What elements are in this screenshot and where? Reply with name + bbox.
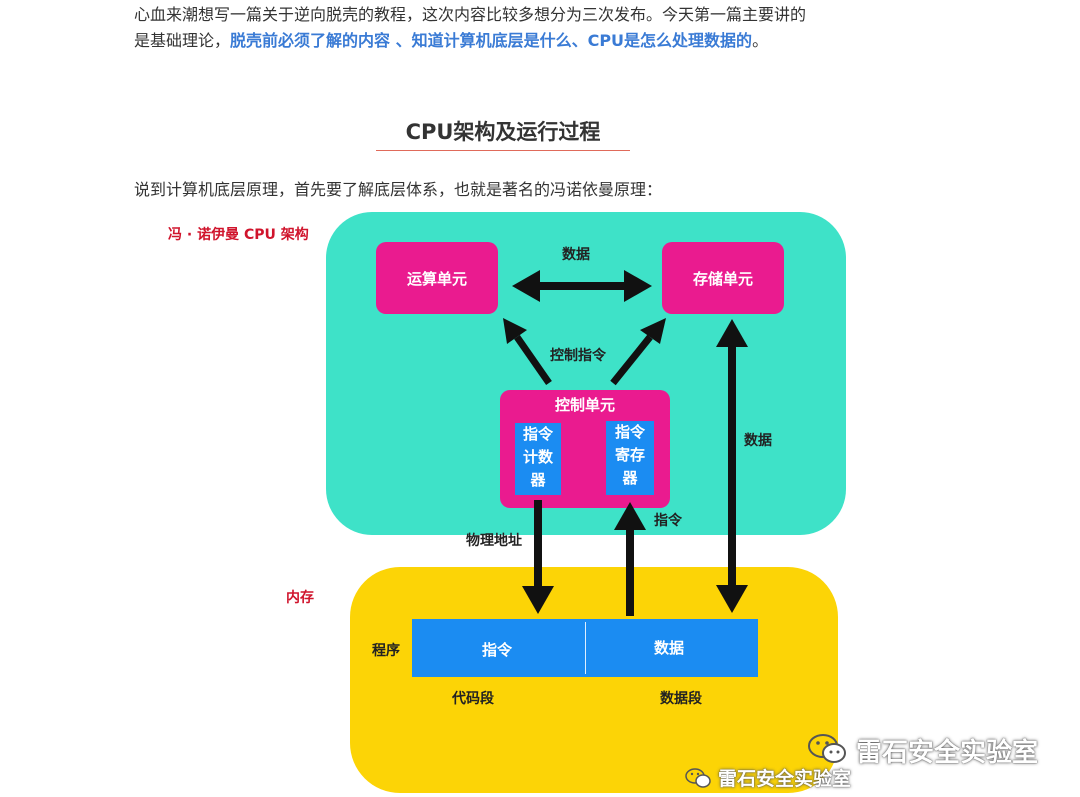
instruction-register-line2: 寄存: [614, 446, 645, 464]
instruction-counter-line3: 器: [530, 471, 546, 489]
instruction-fetch-arrow: [614, 502, 646, 616]
instruction-register-line1: 指令: [614, 423, 645, 441]
physical-address-label: 物理地址: [466, 533, 522, 549]
watermark-large-text: 雷石安全实验室: [856, 738, 1039, 768]
control-unit-label: 控制单元: [554, 396, 615, 414]
storage-memory-data-arrow: [716, 319, 748, 613]
memory-data-cell: 数据: [654, 639, 685, 657]
intro-paragraph-line2: 是基础理论，脱壳前必须了解的内容 、知道计算机底层是什么、CPU是怎么处理数据的…: [134, 28, 768, 54]
diagram-title: 冯 · 诺伊曼 CPU 架构: [168, 227, 309, 243]
memory-area: [350, 567, 838, 793]
wechat-icon: [808, 734, 846, 763]
instruction-counter-line1: 指令: [522, 425, 553, 443]
intro-prefix: 是基础理论，: [134, 31, 231, 50]
body-paragraph: 说到计算机底层原理，首先要了解底层体系，也就是著名的冯诺依曼原理：: [134, 180, 663, 199]
section-heading: CPU架构及运行过程: [376, 116, 630, 151]
code-segment-label: 代码段: [452, 691, 494, 707]
control-to-alu-arrow: [503, 318, 552, 385]
data-segment-label: 数据段: [660, 691, 702, 707]
memory-instruction-cell: 指令: [482, 641, 513, 659]
instruction-counter-line2: 计数: [522, 448, 553, 466]
control-instructions-label: 控制指令: [550, 348, 606, 364]
instruction-label: 指令: [654, 513, 682, 529]
intro-paragraph-line1: 心血来潮想写一篇关于逆向脱壳的教程，这次内容比较多想分为三次发布。今天第一篇主要…: [134, 5, 807, 24]
wechat-icon-small: [685, 768, 711, 788]
data-right-label: 数据: [744, 433, 772, 449]
memory-label: 内存: [286, 590, 314, 606]
alu-box: 运算单元: [376, 242, 498, 314]
intro-highlight: 脱壳前必须了解的内容 、知道计算机底层是什么、CPU是怎么处理数据的: [230, 31, 753, 50]
physical-address-arrow: [522, 500, 554, 614]
instruction-register-box: 指令 寄存 器: [606, 421, 654, 495]
program-label: 程序: [372, 643, 400, 659]
instruction-register-line3: 器: [622, 469, 638, 487]
instruction-counter-box: 指令 计数 器: [515, 423, 561, 495]
storage-unit-box: 存储单元: [662, 242, 784, 314]
memory-bar-divider: [585, 622, 586, 674]
data-top-label: 数据: [562, 247, 590, 263]
alu-storage-arrow: [512, 270, 652, 302]
control-to-storage-arrow: [610, 318, 666, 386]
intro-suffix: 。: [752, 31, 769, 50]
watermark-small-text: 雷石安全实验室: [718, 768, 852, 790]
